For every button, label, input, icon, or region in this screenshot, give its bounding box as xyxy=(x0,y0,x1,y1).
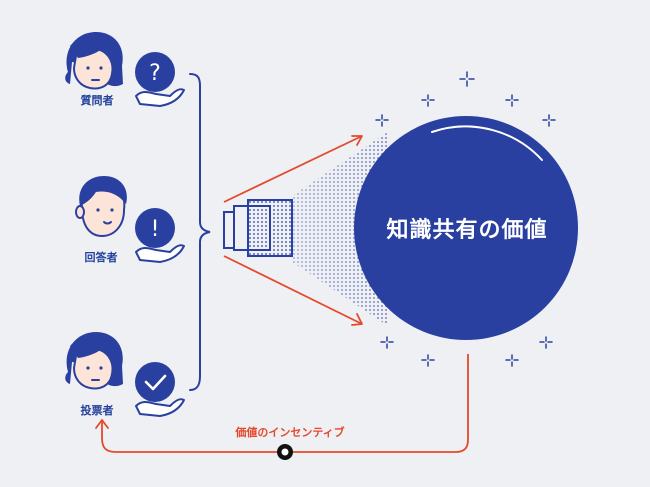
knowledge-sharing-value-label: 知識共有の価値 xyxy=(386,218,548,243)
voter-label: 投票者 xyxy=(80,404,114,417)
incentive-label: 価値のインセンティブ xyxy=(235,426,345,439)
flow-arrow-lower xyxy=(223,255,363,326)
checkmark-badge-icon xyxy=(135,362,185,417)
question-badge-icon: ? xyxy=(135,52,185,107)
knowledge-beam xyxy=(292,132,388,326)
answerer-avatar xyxy=(75,176,127,238)
questioner-avatar xyxy=(65,32,123,90)
flow-arrow-upper xyxy=(223,135,363,203)
svg-text:?: ? xyxy=(149,61,161,86)
stacked-squares-icon xyxy=(223,199,293,257)
questioner-label: 質問者 xyxy=(80,94,114,107)
svg-text:!: ! xyxy=(151,217,160,242)
exclamation-badge-icon: ! xyxy=(135,208,185,263)
value-circle xyxy=(354,116,578,340)
voter-avatar xyxy=(65,332,123,390)
grouping-brace xyxy=(189,73,211,391)
sparkle-icons xyxy=(375,71,556,367)
answerer-label: 回答者 xyxy=(84,251,118,264)
incentive-node-icon xyxy=(277,444,293,460)
